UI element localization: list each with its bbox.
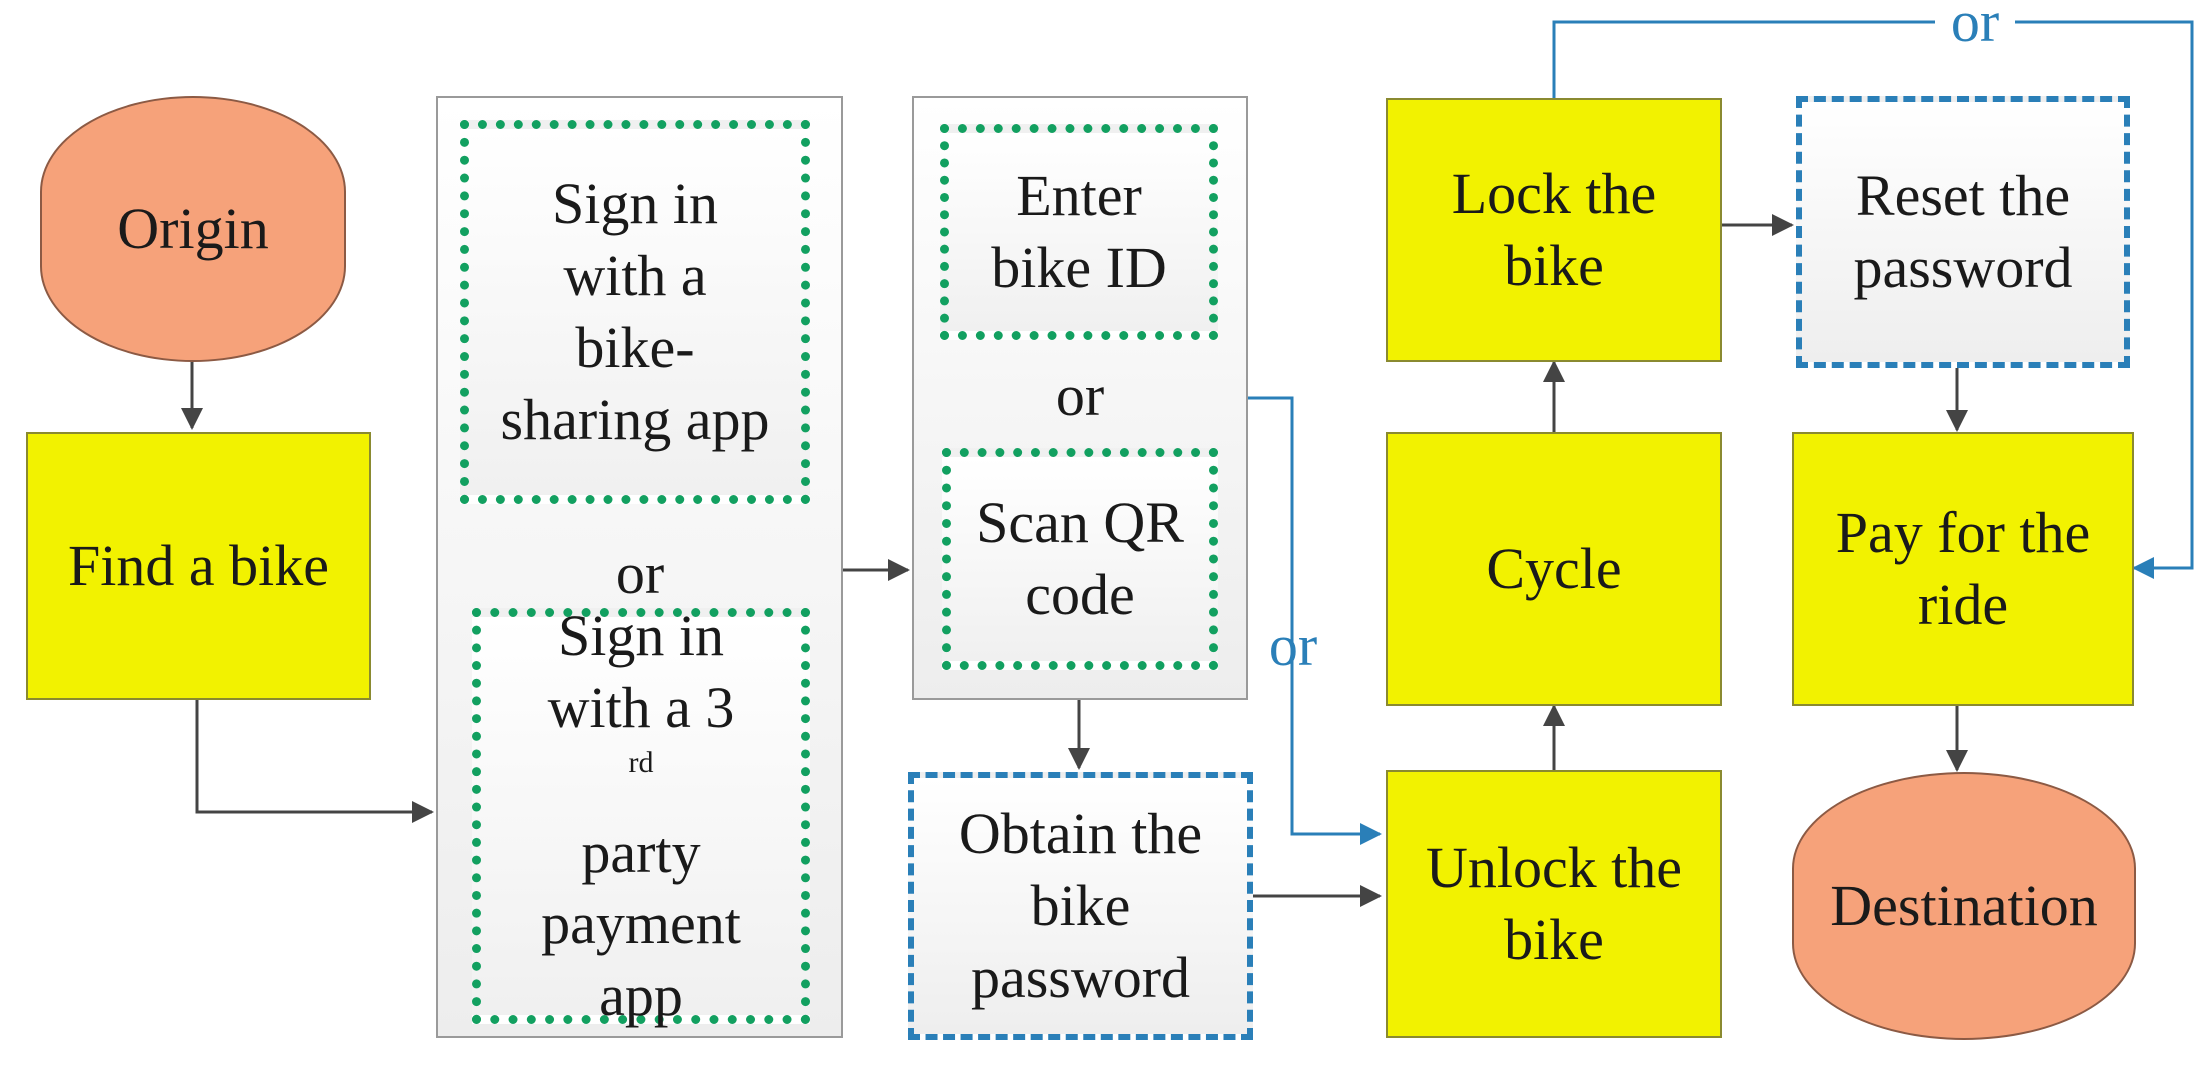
sign-in-app-line-3: bike- (575, 315, 695, 380)
origin-label: Origin (117, 196, 269, 262)
lock-bike-line-2: bike (1504, 233, 1604, 298)
sign-in-app-line-1: Sign in (552, 171, 718, 237)
sign-in-app-line-4: sharing app (500, 386, 770, 452)
sign-in-or-label: or (615, 541, 665, 606)
enter-bike-id-box: Enter bike ID (940, 124, 1218, 340)
lock-bike-node: Lock the bike (1386, 98, 1722, 362)
reset-password-node: Reset the password (1796, 96, 2130, 368)
pay-ride-line-1: Pay for the (1835, 500, 2091, 566)
unlock-bike-node: Unlock the bike (1386, 770, 1722, 1038)
unlock-bike-line-2: bike (1504, 907, 1604, 972)
obtain-password-line-3: password (970, 944, 1191, 1010)
obtain-password-line-2: bike (1030, 873, 1131, 939)
third-party-line-2: with a 3 (547, 674, 735, 740)
sign-in-third-party-box: Sign in with a 3 rd party payment app (472, 603, 810, 1028)
cycle-node: Cycle (1386, 432, 1722, 706)
find-bike-node: Find a bike (26, 432, 371, 700)
third-party-line-4: payment (541, 891, 741, 957)
sign-in-app-box: Sign in with a bike- sharing app (460, 120, 810, 504)
third-party-line-3: party (581, 819, 701, 885)
third-party-superscript: rd (628, 745, 654, 779)
enter-bike-id-line-1: Enter (1016, 163, 1142, 229)
reset-password-line-1: Reset the (1855, 163, 2071, 229)
destination-node: Destination (1792, 772, 2136, 1040)
sign-in-app-line-2: with a (563, 243, 707, 309)
third-party-line-5: app (599, 963, 683, 1029)
third-party-line-1: Sign in (558, 602, 724, 668)
edge-label-scan-unlock: or (1268, 613, 1318, 678)
origin-node: Origin (40, 96, 346, 362)
bike-id-or-label: or (1055, 363, 1105, 428)
cycle-label: Cycle (1486, 536, 1622, 602)
reset-password-line-2: password (1853, 235, 2073, 300)
scan-qr-box: Scan QR code (942, 448, 1218, 670)
destination-label: Destination (1830, 873, 2098, 939)
lock-bike-line-1: Lock the (1451, 161, 1657, 227)
obtain-password-node: Obtain the bike password (908, 772, 1253, 1040)
scan-qr-line-1: Scan QR (976, 490, 1184, 556)
edge-label-lock-pay: or (1935, 0, 2015, 55)
scan-qr-line-2: code (1025, 562, 1135, 627)
arrow-id-to-unlock (1248, 396, 1382, 845)
unlock-bike-line-1: Unlock the (1425, 835, 1683, 901)
enter-bike-id-line-2: bike ID (991, 235, 1167, 300)
pay-ride-line-2: ride (1917, 572, 2009, 637)
arrow-lock-to-pay (1552, 20, 2194, 579)
arrow-find-to-signin (195, 700, 434, 823)
find-bike-label: Find a bike (68, 533, 329, 599)
pay-ride-node: Pay for the ride (1792, 432, 2134, 706)
obtain-password-line-1: Obtain the (958, 801, 1203, 867)
